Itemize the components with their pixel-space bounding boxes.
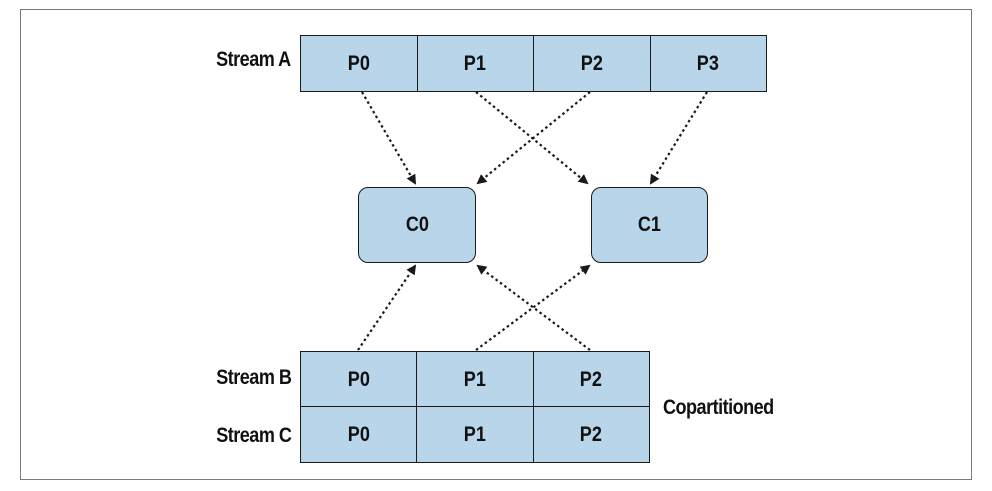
stream-b-partition-p0: P0 [301,352,418,407]
stream-a-partition-p2: P2 [534,36,651,91]
arrow-b-p0-to-c0 [357,264,417,351]
stream-a-partition-p0: P0 [301,36,418,91]
stream-c-partition-p0: P0 [301,407,418,462]
stream-b-label: Stream B [215,366,292,389]
arrow-a-p2-to-c0 [476,91,591,185]
stream-a-label: Stream A [216,48,292,71]
stream-a-partition-p1: P1 [417,36,534,91]
arrow-b-p2-to-c0 [476,264,591,351]
stream-c-partition-p1: P1 [417,407,534,462]
consumer-c1: C1 [591,187,708,263]
arrow-a-p0-to-c0 [361,91,417,185]
stream-a-partition-p3: P3 [650,36,766,91]
stream-c-partition-p2: P2 [533,407,649,462]
stream-b-partition-p2: P2 [533,352,649,407]
consumer-c0: C0 [358,187,476,263]
copartitioned-label: Copartitioned [663,396,774,419]
arrow-a-p3-to-c1 [649,91,708,185]
stream-b-partition-p1: P1 [417,352,534,407]
arrow-b-p1-to-c1 [475,264,591,351]
stream-b-partitions: P0 P1 P2 [300,351,650,408]
stream-c-label: Stream C [215,424,292,447]
stream-c-partitions: P0 P1 P2 [300,406,650,463]
stream-a-partitions: P0 P1 P2 P3 [300,35,767,92]
arrow-a-p1-to-c1 [475,91,589,185]
